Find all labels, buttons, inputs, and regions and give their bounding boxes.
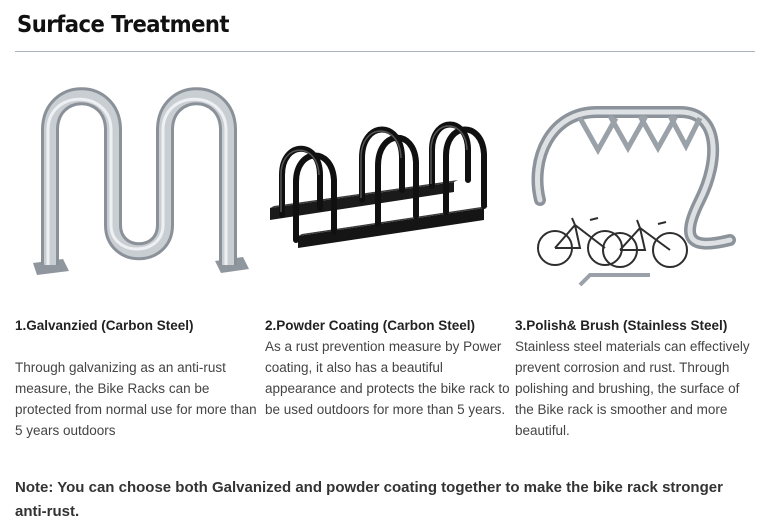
section-body: As a rust prevention measure by Power co… — [265, 339, 510, 417]
galvanized-rack-image — [25, 85, 260, 285]
title-divider — [15, 51, 755, 52]
page-title: Surface Treatment — [17, 12, 230, 38]
section-title: 1.Galvanzied (Carbon Steel) — [15, 318, 194, 333]
black-hoop-rack-icon — [270, 121, 488, 248]
section-polish-brush: 3.Polish& Brush (Stainless Steel) Stainl… — [515, 315, 760, 441]
section-body: Through galvanizing as an anti-rust meas… — [15, 360, 257, 438]
section-title: 2.Powder Coating (Carbon Steel) — [265, 318, 476, 333]
section-title: 3.Polish& Brush (Stainless Steel) — [515, 318, 728, 333]
section-galvanized: 1.Galvanzied (Carbon Steel) Through galv… — [15, 315, 260, 441]
section-powder-coating: 2.Powder Coating (Carbon Steel) As a rus… — [265, 315, 510, 420]
galvanized-wave-rack-icon — [33, 87, 249, 275]
section-body: Stainless steel materials can effectivel… — [515, 339, 750, 438]
stainless-loop-rack-icon — [531, 105, 736, 287]
note-text: Note: You can choose both Galvanized and… — [15, 479, 723, 520]
powder-coated-rack-image — [262, 120, 512, 265]
stainless-rack-image — [520, 100, 740, 300]
